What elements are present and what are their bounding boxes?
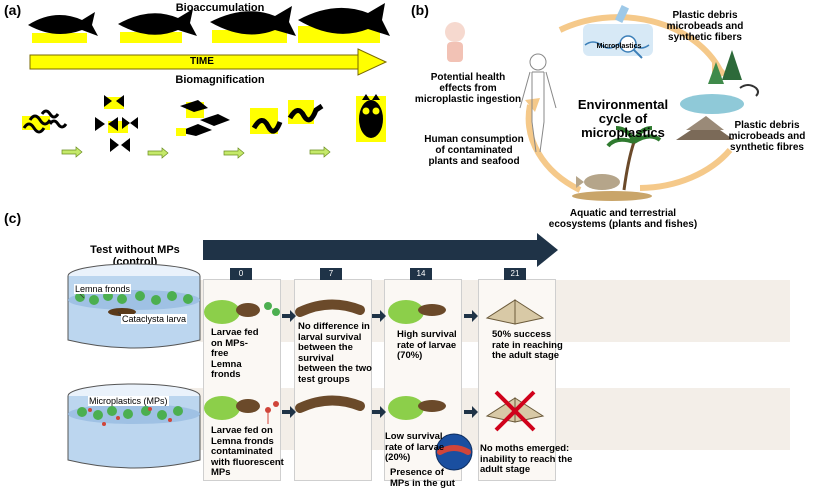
worm-icon: [22, 109, 68, 134]
top-right-line1: Plastic debris: [672, 10, 738, 21]
health-caption: Potential health effects from microplast…: [414, 72, 522, 105]
cycle-title-line1: Environmental: [577, 97, 669, 112]
bottom-caption: Aquatic and terrestrial ecosystems (plan…: [548, 208, 698, 230]
fish-icon: [118, 9, 197, 43]
moth-crossed-image: [485, 390, 545, 432]
palm-fish-icon: [572, 126, 662, 201]
panel-label-c: (c): [4, 210, 22, 226]
control-step-7: No difference in larval survival between…: [298, 321, 372, 385]
bioaccumulation-title: Bioaccumulation: [175, 2, 265, 14]
bottom-line1: Aquatic and terrestrial: [569, 208, 677, 219]
fish-icon: [28, 12, 98, 43]
health-line1: Potential health: [430, 72, 506, 83]
cycle-title-line2: cycle of: [598, 111, 648, 126]
organs-icon: [445, 22, 465, 62]
mp-step-21: No moths emerged: inability to reach the…: [480, 443, 573, 475]
cataclysta-label: Cataclysta larva: [121, 314, 188, 324]
top-right-line2: microbeads and: [666, 21, 744, 32]
bird-icon: [176, 100, 230, 136]
left-caption: Human consumption of contaminated plants…: [424, 134, 524, 167]
green-arrow: [61, 146, 331, 159]
control-step-21: 50% success rate in reaching the adult s…: [492, 329, 563, 361]
control-step-14: High survival rate of larvae (70%): [397, 329, 457, 361]
left-line3: plants and seafood: [428, 156, 520, 167]
microplastics-label: Microplastics (MPs): [88, 396, 169, 406]
human-icon: [519, 53, 557, 153]
control-line1: Test without MPs: [90, 244, 180, 256]
lemna-larva-image: [204, 300, 280, 324]
butterfly-icon: [95, 95, 138, 152]
top-right-caption: Plastic debris microbeads and synthetic …: [650, 10, 760, 43]
top-right-line3: synthetic fibers: [668, 32, 742, 43]
lemna-label: Lemna fronds: [74, 284, 132, 294]
day-label-0: 0: [230, 268, 252, 280]
health-line2: effects from: [439, 83, 497, 94]
snake-icon: [250, 100, 324, 134]
day-label-7: 7: [320, 268, 342, 280]
mp-step-14: Low survival rate of larvae (20%): [385, 431, 445, 463]
health-line3: microplastic ingestion: [414, 94, 522, 105]
lemna-larva-image: [388, 300, 446, 324]
panel-label-b: (b): [411, 2, 429, 18]
fish-icon: [210, 6, 296, 43]
fish-icon: [298, 3, 390, 43]
mp-step-gut: Presence of MPs in the gut: [390, 467, 455, 489]
right-line2: microbeads and: [728, 131, 806, 142]
larva-image: [295, 299, 365, 317]
left-line1: Human consumption: [424, 134, 524, 145]
time-label: TIME: [190, 56, 214, 67]
day-label-21: 21: [504, 268, 526, 280]
lemna-mp-larva-image: [204, 396, 279, 424]
owl-icon: [356, 94, 386, 142]
lemna-larva-image: [388, 396, 446, 420]
right-line3: synthetic fibres: [730, 142, 804, 153]
microplastics-tag: Microplastics: [596, 43, 642, 50]
right-caption: Plastic debris microbeads and synthetic …: [722, 120, 812, 153]
left-line2: of contaminated: [435, 145, 513, 156]
cycle-title-line3: microplastics: [581, 125, 665, 140]
mp-step-0: Larvae fed on Lemna fronds contaminated …: [211, 425, 284, 478]
panel-label-a: (a): [4, 2, 22, 18]
cycle-title: Environmental cycle of microplastics: [568, 98, 678, 140]
control-step-0: Larvae fed on MPs- free Lemna fronds: [211, 327, 259, 380]
right-line1: Plastic debris: [734, 120, 800, 131]
biomagnification-title: Biomagnification: [175, 74, 265, 86]
cycle-arrow: [525, 14, 733, 193]
ocean-plastic-icon: [583, 5, 653, 59]
timeline-arrow: [203, 233, 558, 267]
landscape-icon: [676, 50, 759, 140]
time-arrow: [29, 48, 388, 76]
bottom-line2: ecosystems (plants and fishes): [548, 219, 698, 230]
larva-image: [295, 395, 365, 413]
row-arrow: [282, 310, 478, 418]
day-label-14: 14: [410, 268, 432, 280]
gut-mp-image: [435, 433, 473, 471]
moth-image: [485, 299, 545, 325]
